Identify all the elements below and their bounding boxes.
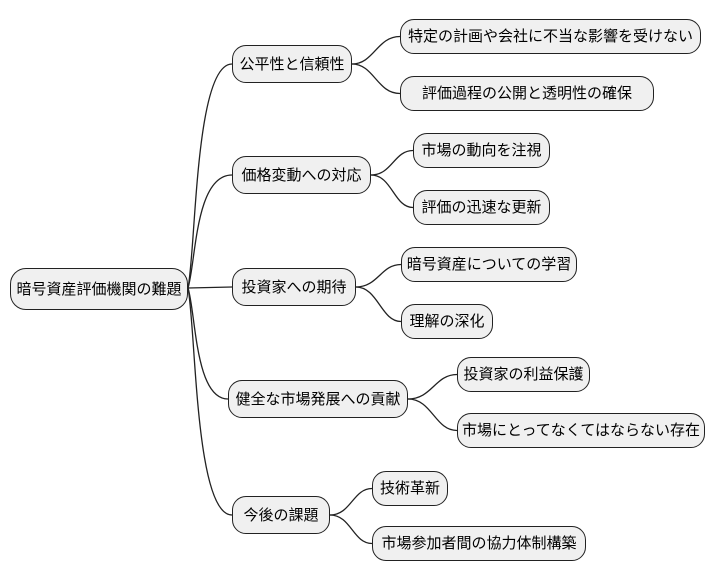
edge-root-branch-3: [187, 287, 229, 400]
edge-branch-1-leaf-1: [370, 174, 414, 209]
leaf-node: 投資家の利益保護: [457, 357, 590, 392]
edge-branch-2-leaf-1: [355, 286, 402, 323]
edge-root-branch-2: [187, 286, 233, 289]
branch-node-investor-expectations: 投資家への期待: [232, 268, 356, 306]
root-node: 暗号資産評価機関の難題: [10, 268, 188, 310]
branch-node-market-development: 健全な市場発展への貢献: [228, 380, 408, 418]
edge-branch-1-leaf-0: [370, 149, 414, 176]
edge-branch-2-leaf-0: [355, 263, 402, 288]
leaf-node: 暗号資産についての学習: [401, 247, 577, 282]
leaf-node: 市場の動向を注視: [413, 133, 550, 168]
branch-node-price-fluctuation: 価格変動への対応: [232, 156, 371, 194]
leaf-node: 市場参加者間の協力体制構築: [372, 526, 586, 561]
edge-branch-3-leaf-0: [407, 373, 458, 400]
leaf-node: 特定の計画や会社に不当な影響を受けない: [400, 19, 701, 54]
edge-branch-0-leaf-0: [351, 35, 401, 65]
edge-root-branch-1: [187, 174, 233, 289]
branch-node-future-issues: 今後の課題: [232, 496, 330, 534]
edge-branch-3-leaf-1: [407, 398, 458, 432]
branch-node-fairness: 公平性と信頼性: [232, 45, 352, 83]
leaf-node: 評価過程の公開と透明性の確保: [400, 76, 654, 111]
edge-root-branch-4: [187, 287, 233, 516]
edge-branch-4-leaf-0: [329, 487, 373, 516]
leaf-node: 技術革新: [372, 471, 448, 506]
edge-branch-4-leaf-1: [329, 514, 373, 545]
leaf-node: 評価の迅速な更新: [413, 190, 550, 225]
edge-branch-0-leaf-1: [351, 63, 401, 95]
leaf-node: 市場にとってなくてはならない存在: [457, 413, 705, 448]
leaf-node: 理解の深化: [401, 304, 493, 339]
edge-root-branch-0: [187, 63, 233, 289]
